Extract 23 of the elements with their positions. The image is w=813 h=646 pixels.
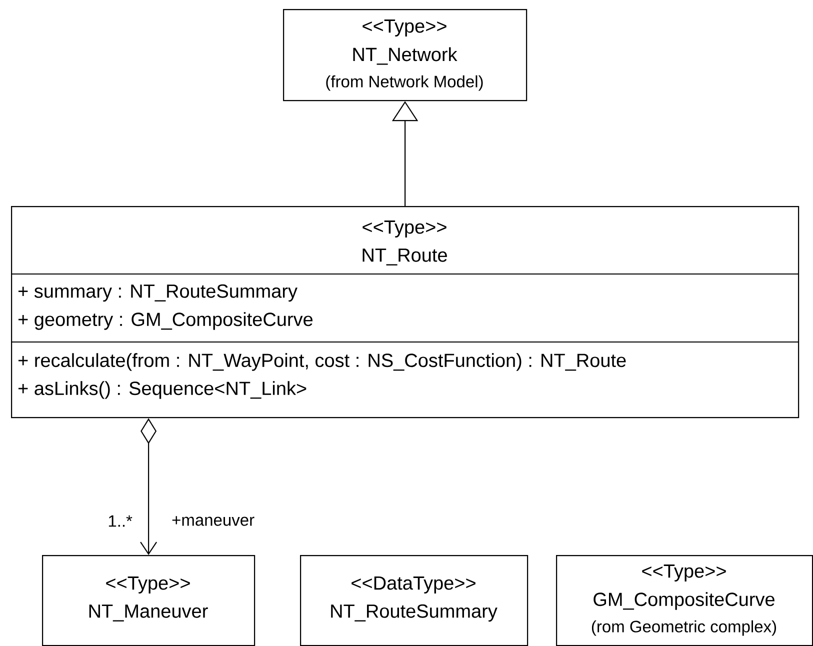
multiplicity-label: 1..* xyxy=(108,515,132,527)
package-note: (rom Geometric complex) xyxy=(592,620,776,636)
attribute-text: + summary : NT_RouteSummary xyxy=(18,284,298,302)
class-name: NT_Network xyxy=(353,47,458,65)
stereotype-label: <<DataType>> xyxy=(352,576,476,594)
operation-text: + recalculate(from : NT_WayPoint, cost : NS_CostFunction) : NT_Route xyxy=(18,353,626,371)
class-box xyxy=(300,555,528,646)
class-box xyxy=(42,555,256,646)
stereotype-label: <<Type>> xyxy=(106,576,190,594)
class-box xyxy=(556,555,813,646)
class-name: NT_Route xyxy=(362,248,447,266)
attribute-text: + geometry : GM_CompositeCurve xyxy=(18,312,313,330)
stereotype-label: <<Type>> xyxy=(362,20,446,36)
operation-text: + asLinks() : Sequence<NT_Link> xyxy=(18,381,306,399)
class-box xyxy=(283,9,528,102)
class-name: NT_RouteSummary xyxy=(331,604,498,622)
class-name: GM_CompositeCurve xyxy=(594,592,774,610)
package-note: (from Network Model) xyxy=(326,75,483,91)
edge-label: +maneuver xyxy=(170,515,256,527)
class-name: NT_Maneuver xyxy=(89,604,208,622)
stereotype-label: <<Type>> xyxy=(362,220,446,238)
stereotype-label: <<Type>> xyxy=(642,564,726,582)
class-box xyxy=(11,206,800,418)
